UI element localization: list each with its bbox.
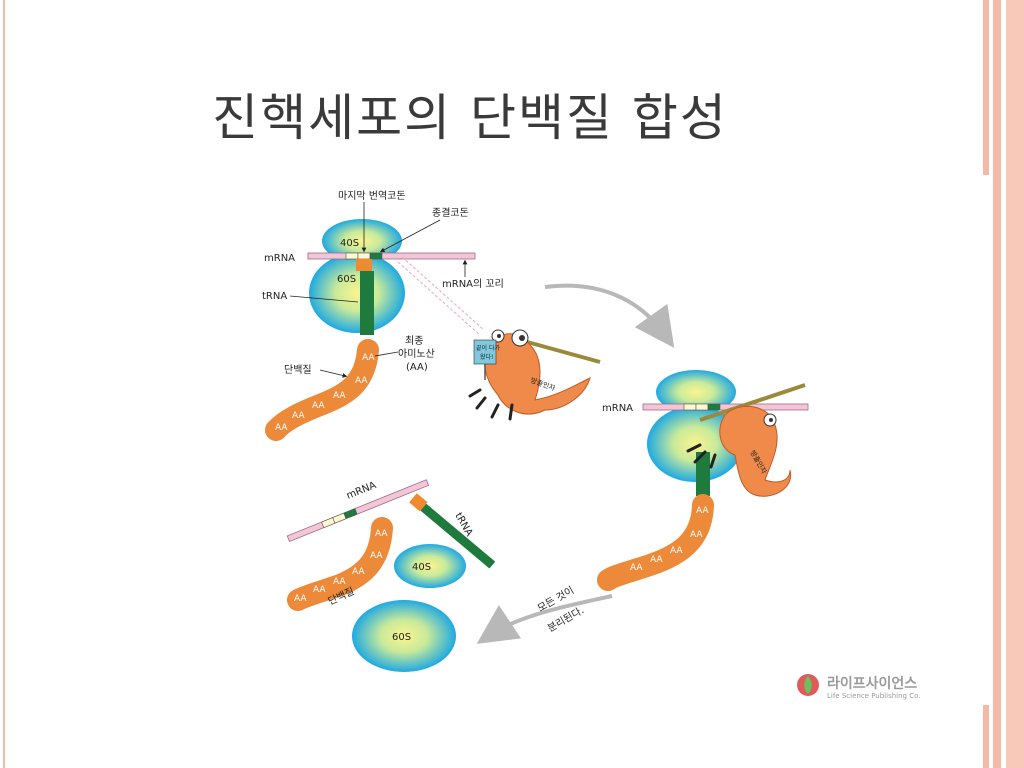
aa-unit: AA	[650, 555, 663, 565]
label-40s: 40S	[340, 238, 359, 249]
protein-chain	[265, 339, 379, 441]
release-factor-pupil-2	[497, 334, 501, 338]
ribosome-40s-subunit	[656, 370, 736, 414]
label-stop-codon: 종결코돈	[432, 207, 469, 219]
trna-stem	[360, 271, 374, 335]
aa-unit: AA	[333, 577, 346, 587]
aa-labels-panel-2: AA AA AA AA AA	[630, 506, 709, 573]
mrna-strand	[307, 252, 476, 260]
aa-unit: AA	[313, 585, 326, 595]
aa-unit: AA	[370, 551, 383, 561]
codon-last	[683, 403, 697, 411]
mrna-tail-dash	[397, 261, 481, 336]
label-protein: 단백질	[284, 364, 312, 376]
aa-unit: AA	[670, 546, 683, 556]
arrow-step-2-to-3	[476, 594, 613, 644]
protein-chain-free	[287, 517, 393, 611]
trna-free	[409, 493, 496, 569]
panel-2-release-factor-bound: mRNA 방출인자 AA AA AA AA AA	[597, 370, 809, 591]
trna-anticodon	[356, 259, 372, 271]
frame-right-bar-1	[983, 0, 989, 175]
label-mrna: mRNA	[264, 253, 295, 264]
aa-unit: AA	[312, 401, 325, 411]
label-mrna: mRNA	[602, 403, 633, 414]
aa-unit: AA	[275, 423, 288, 433]
panel-3-dissociated: mRNA tRNA 40S 60S AA AA AA AA AA AA 단백질	[286, 479, 496, 672]
label-mrna: mRNA	[345, 480, 378, 502]
aa-unit: AA	[355, 376, 368, 386]
codon-last	[321, 517, 336, 529]
codon-last	[345, 252, 359, 260]
release-factor-stick	[699, 383, 806, 422]
label-60s: 60S	[337, 274, 356, 285]
mrna-strand	[286, 479, 430, 543]
release-factor-stick	[519, 338, 601, 364]
label-final-aa-3: (AA)	[406, 362, 428, 373]
aa-unit: AA	[362, 353, 375, 363]
label-final-aa-1: 최종	[405, 335, 423, 347]
mrna-free	[286, 479, 430, 543]
pointer-stop-codon	[379, 219, 441, 253]
label-40s: 40S	[412, 562, 431, 573]
ribosome-60s-subunit	[647, 406, 743, 482]
ribosome-40s-free	[394, 544, 466, 588]
arrow-step-1-to-2	[544, 283, 675, 349]
release-factor-body	[719, 405, 792, 497]
logo-leaf-icon	[804, 676, 812, 694]
frame-right-bar-4	[983, 705, 989, 768]
release-factor-sign-text-1: 끝이 다가	[476, 344, 500, 352]
slide-title: 진핵세포의 단백질 합성	[212, 89, 728, 147]
label-trna: tRNA	[262, 291, 287, 302]
release-factor-pupil	[519, 335, 525, 341]
stop-codon	[707, 403, 721, 411]
label-final-aa-2: 아미노산	[398, 348, 435, 360]
aa-unit: AA	[333, 391, 346, 401]
release-factor-claws	[468, 388, 514, 421]
aa-unit: AA	[690, 530, 703, 540]
pointer-protein	[319, 369, 348, 378]
logo-subtitle: Life Science Publishing Co.	[827, 692, 920, 700]
mrna-tail-dash-2	[401, 256, 485, 331]
ribosome-60s-subunit	[309, 253, 405, 333]
panel-1-ribosome-stop: AA AA AA AA AA AA 마지막 번역코돈 종결코돈 40S 60S …	[262, 190, 504, 441]
aa-unit: AA	[696, 506, 709, 516]
pointer-final-aa	[374, 351, 399, 357]
aa-unit: AA	[294, 594, 307, 604]
stop-codon	[343, 508, 358, 520]
label-mrna-tail: mRNA의 꼬리	[442, 278, 504, 290]
frame-right-bar-2	[993, 0, 1001, 768]
protein-chain	[597, 494, 714, 591]
codon-last-2	[357, 252, 371, 260]
trna-anticodon	[409, 493, 428, 512]
ribosome-60s-free	[352, 600, 456, 672]
codon-last-2	[695, 403, 709, 411]
logo-name: 라이프사이언스	[827, 675, 917, 692]
release-factor-sign-text-2: 왔다!	[480, 353, 493, 361]
publisher-logo: 라이프사이언스 Life Science Publishing Co.	[797, 674, 920, 700]
aa-labels-panel-3: AA AA AA AA AA AA	[294, 529, 388, 604]
label-60s: 60S	[392, 632, 411, 643]
aa-labels-panel-1: AA AA AA AA AA AA	[275, 353, 375, 433]
label-last-codon: 마지막 번역코돈	[338, 190, 406, 202]
trna-stem	[420, 503, 496, 569]
release-factor-character: 끝이 다가 왔다! 방출인자	[468, 329, 601, 421]
frame-right-bar-3	[1006, 0, 1024, 768]
pointer-trna	[289, 295, 359, 303]
aa-unit: AA	[630, 563, 643, 573]
codon-last-2	[332, 512, 347, 524]
release-factor-pupil	[769, 418, 773, 422]
release-factor-body	[484, 333, 591, 415]
aa-unit: AA	[375, 529, 388, 539]
aa-unit: AA	[352, 567, 365, 577]
mrna-strand	[642, 403, 809, 411]
aa-unit: AA	[292, 411, 305, 421]
release-factor-claws	[686, 443, 717, 469]
stop-codon	[369, 252, 383, 260]
trna-stem	[696, 452, 710, 496]
